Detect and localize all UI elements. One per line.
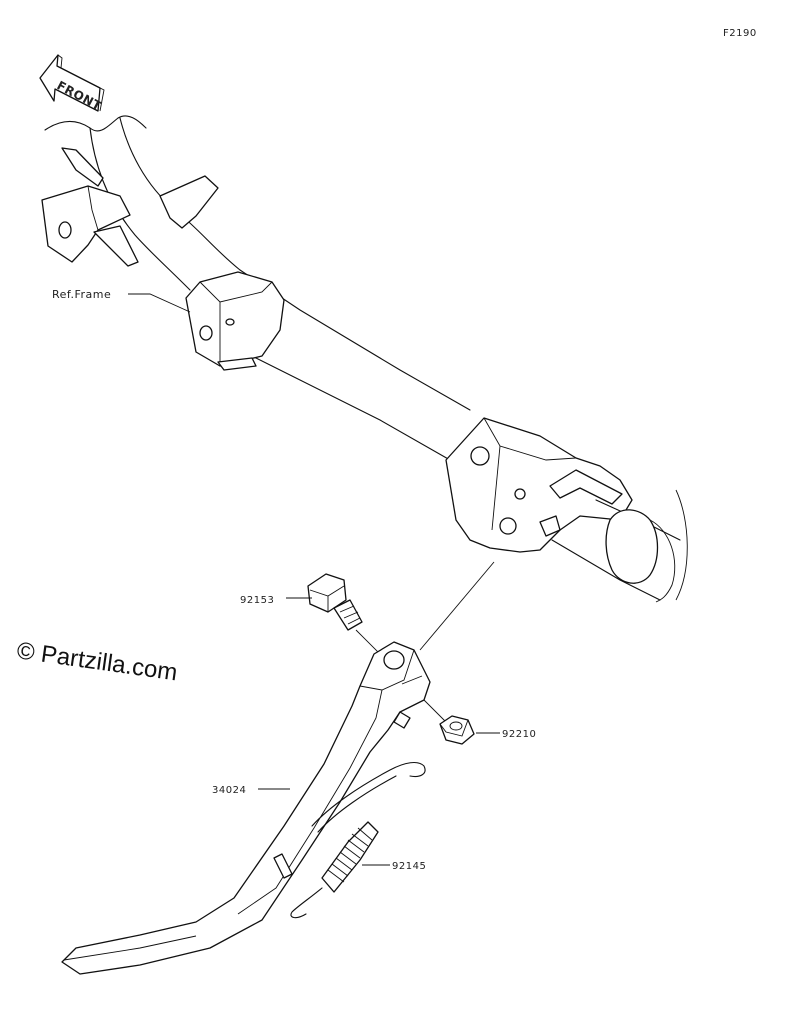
spring-92145 [290, 761, 426, 919]
part-number-92153: 92153 [240, 595, 274, 606]
watermark-text: © Partzilla.com [15, 637, 179, 686]
frame-illustration [41, 115, 688, 603]
figure-code: F2190 [723, 28, 757, 39]
front-arrow-icon: FRONT [39, 54, 105, 114]
part-number-92145: 92145 [392, 861, 426, 872]
stand-axis-line [419, 561, 495, 651]
part-number-92210: 92210 [502, 729, 536, 740]
part-number-34024: 34024 [212, 785, 246, 796]
nut-92210 [423, 699, 475, 745]
bolt-92153 [307, 573, 363, 631]
frame-label: Ref.Frame [52, 288, 111, 301]
frame-leader-line [128, 293, 191, 313]
side-stand-34024 [61, 641, 431, 975]
